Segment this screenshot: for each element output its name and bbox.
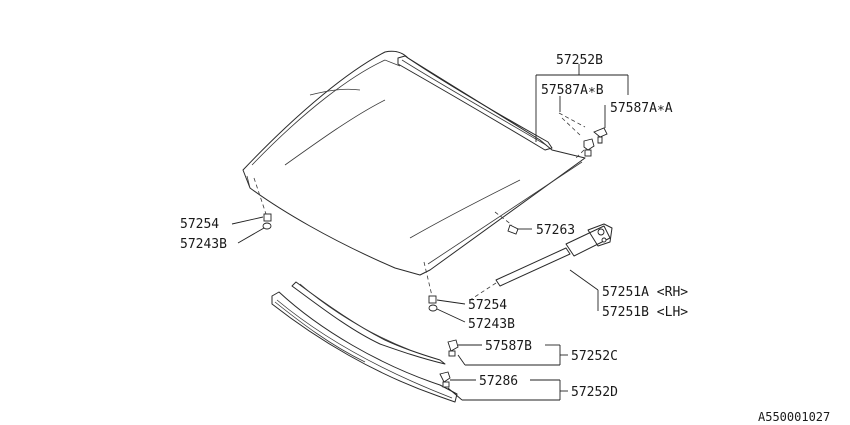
weatherstrip-lower-d (271, 291, 458, 403)
label-57251a: 57251A <RH> (602, 285, 688, 300)
label-57587b: 57587B (485, 339, 532, 354)
gas-strut (469, 223, 613, 301)
diagram-reference-code: A550001027 (758, 410, 830, 424)
label-57587a-a: 57587A∗A (610, 101, 673, 116)
leader-lines (231, 64, 629, 401)
weatherstrip-top (397, 55, 553, 151)
label-57263: 57263 (536, 223, 575, 238)
buffer-left (253, 177, 272, 230)
clip-57286 (439, 371, 451, 388)
label-57243b-center: 57243B (468, 317, 515, 332)
label-57286: 57286 (479, 374, 518, 389)
hood-stay (494, 211, 519, 235)
label-57254-center: 57254 (468, 298, 507, 313)
label-57252b: 57252B (556, 53, 603, 68)
buffer-center (423, 261, 438, 312)
label-57587a-b: 57587A∗B (541, 83, 604, 98)
weatherstrip-lower-c (291, 281, 446, 365)
label-57251b: 57251B <LH> (602, 305, 688, 320)
label-57252d: 57252D (571, 385, 618, 400)
hood-panel (242, 50, 586, 276)
label-57254-left: 57254 (180, 217, 219, 232)
clip-dash-lines (558, 112, 586, 159)
clip-57587a-a (593, 127, 608, 144)
clip-57587a-b (583, 138, 595, 157)
label-57243b-left: 57243B (180, 237, 227, 252)
clip-57587b (447, 339, 459, 357)
label-57252c: 57252C (571, 349, 618, 364)
